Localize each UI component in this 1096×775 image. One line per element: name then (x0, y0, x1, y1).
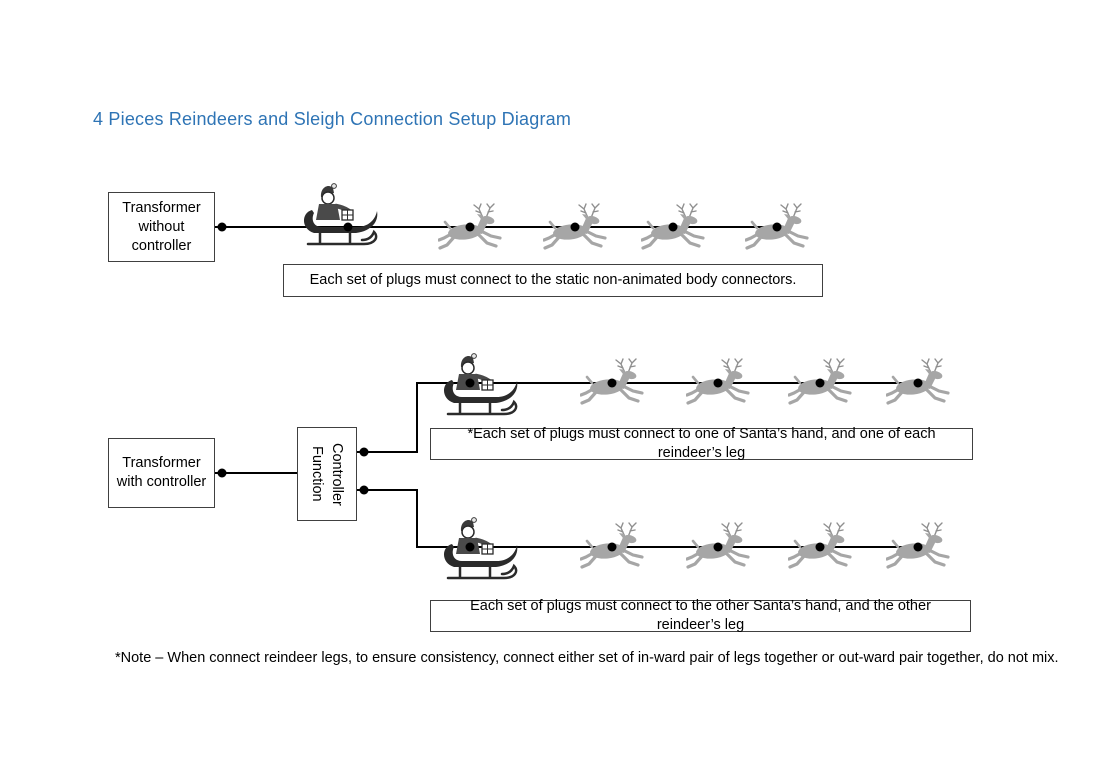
transformer-with-controller-box: Transformer with controller (108, 438, 215, 508)
connection-node-dot (465, 542, 475, 552)
connection-node-dot (217, 222, 227, 232)
connection-node-dot (570, 222, 580, 232)
connection-node-dot (359, 485, 369, 495)
static-connection-caption-box: Each set of plugs must connect to the st… (283, 264, 823, 297)
connection-node-dot (359, 447, 369, 457)
wire-controller-to-bottom-row (357, 489, 920, 548)
footnote: *Note – When connect reindeer legs, to e… (115, 650, 1059, 666)
connection-node-dot (713, 378, 723, 388)
function-controller-box: Function Controller (297, 427, 357, 521)
connection-node-dot (815, 378, 825, 388)
connection-nodes (217, 222, 923, 552)
top-row-connection-caption-box: *Each set of plugs must connect to one o… (430, 426, 973, 461)
wire-controller-to-top-row (357, 382, 920, 453)
connection-node-dot (913, 378, 923, 388)
connection-node-dot (465, 378, 475, 388)
top-row-connection-caption: *Each set of plugs must connect to one o… (467, 426, 936, 461)
connection-node-dot (815, 542, 825, 552)
transformer-without-controller-label: Transformer without controller (122, 199, 201, 254)
connection-node-dot (607, 378, 617, 388)
transformer-with-controller-label: Transformer with controller (116, 455, 207, 490)
figures (304, 184, 950, 578)
connection-node-dot (217, 468, 227, 478)
santa-sleigh-icon (304, 184, 377, 244)
static-connection-caption: Each set of plugs must connect to the st… (309, 272, 797, 288)
connection-node-dot (343, 222, 353, 232)
function-controller-label-line2: Controller (329, 442, 345, 506)
bottom-row-connection-caption-box: Each set of plugs must connect to the ot… (430, 598, 971, 633)
connection-node-dot (668, 222, 678, 232)
bottom-row-connection-caption: Each set of plugs must connect to the ot… (470, 598, 931, 633)
page-title: 4 Pieces Reindeers and Sleigh Connection… (93, 109, 572, 129)
connection-node-dot (772, 222, 782, 232)
connection-node-dot (607, 542, 617, 552)
transformer-without-controller-box: Transformer without controller (108, 192, 215, 262)
function-controller-label-line1: Function (309, 446, 325, 502)
connection-node-dot (913, 542, 923, 552)
connection-node-dot (465, 222, 475, 232)
function-controller-label: Function Controller (307, 443, 347, 506)
connection-node-dot (713, 542, 723, 552)
